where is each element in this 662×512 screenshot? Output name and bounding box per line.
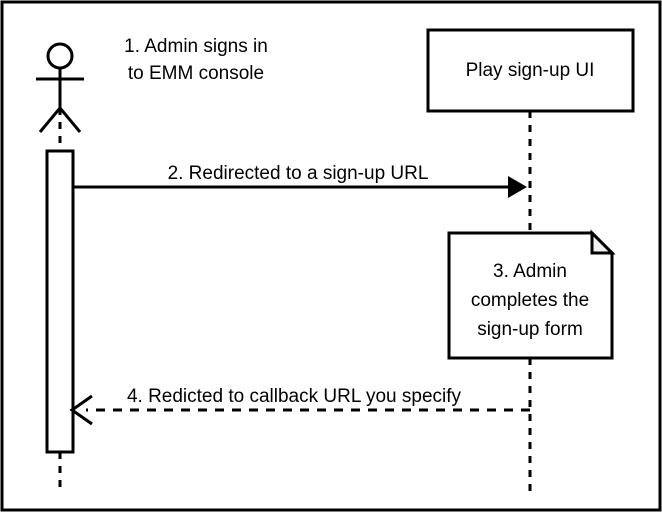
message-2-arrowhead-icon bbox=[508, 176, 527, 198]
step-1-label-line-1: 1. Admin signs in bbox=[124, 36, 268, 57]
note-3-fold-corner-icon bbox=[590, 229, 616, 255]
message-4-arrowhead-icon bbox=[69, 394, 93, 426]
note-3-label-line-1: 3. Admin bbox=[493, 261, 567, 282]
participant-label-play-signup-ui: Play sign-up UI bbox=[466, 60, 595, 81]
actor-right-leg-line bbox=[58, 107, 82, 133]
message-2-label: 2. Redirected to a sign-up URL bbox=[168, 163, 429, 184]
actor-activation-bar bbox=[45, 149, 75, 454]
admin-actor-figure bbox=[36, 42, 84, 133]
message-4-label: 4. Redicted to callback URL you specify bbox=[127, 386, 462, 407]
note-3-label-line-2: completes the bbox=[471, 290, 589, 311]
participant-box-play-signup-ui[interactable] bbox=[426, 28, 635, 113]
step-1-label-line-2: to EMM console bbox=[128, 63, 264, 84]
note-3-label-line-3: sign-up form bbox=[477, 319, 583, 340]
note-3-body[interactable] bbox=[447, 231, 614, 360]
actor-left-leg-line bbox=[38, 107, 62, 133]
